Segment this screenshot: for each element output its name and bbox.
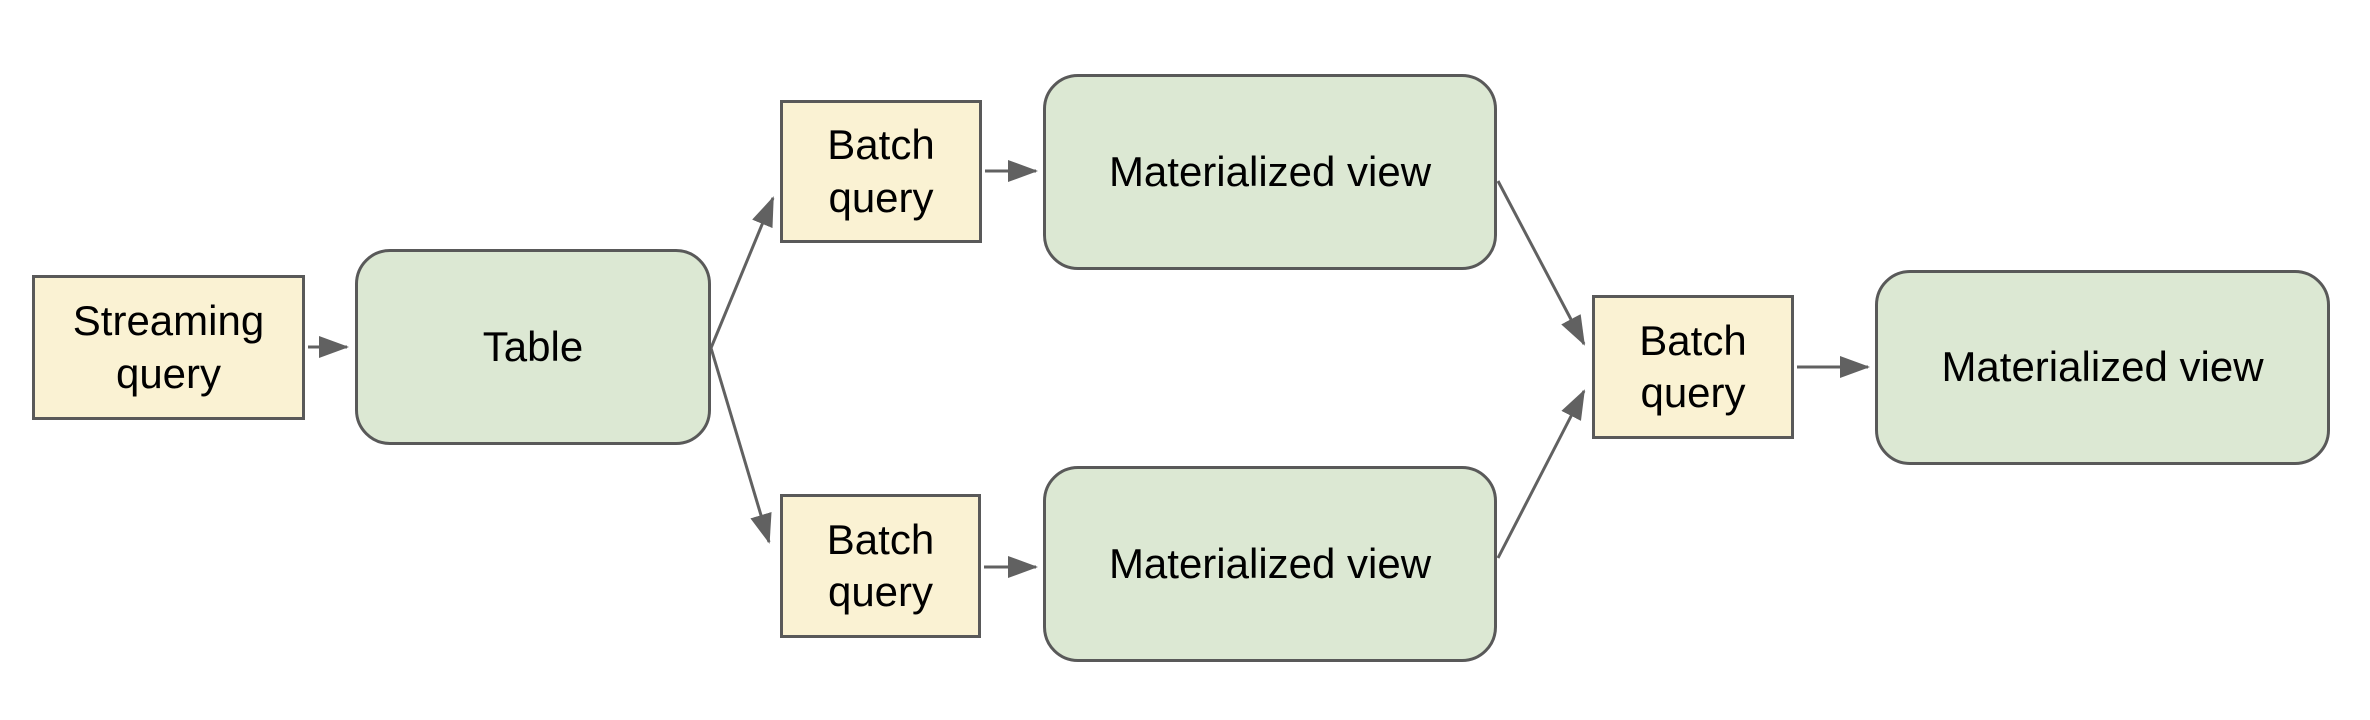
node-materialized-view-bottom: Materialized view	[1043, 466, 1497, 662]
node-batch-query-right: Batch query	[1592, 295, 1794, 439]
node-streaming-query-label: Streaming query	[72, 297, 265, 397]
node-materialized-view-top: Materialized view	[1043, 74, 1497, 270]
node-batch-query-bottom-label: Batch query	[826, 515, 935, 615]
node-batch-query-top-label: Batch query	[827, 121, 935, 221]
node-materialized-view-right: Materialized view	[1875, 270, 2330, 465]
node-batch-query-right-label: Batch query	[1639, 316, 1747, 416]
node-table-label: Table	[482, 322, 584, 370]
node-table: Table	[355, 249, 711, 445]
node-materialized-view-top-label: Materialized view	[1108, 147, 1432, 195]
edge-materialized-view-bottom-to-batch-query-right	[1496, 389, 1586, 559]
node-batch-query-top: Batch query	[780, 100, 982, 243]
node-streaming-query: Streaming query	[32, 275, 305, 420]
edge-materialized-view-top-to-batch-query-right	[1496, 180, 1586, 346]
edge-table-to-batch-query-bottom	[709, 347, 772, 544]
node-batch-query-bottom: Batch query	[780, 494, 981, 638]
node-materialized-view-right-label: Materialized view	[1941, 343, 2264, 391]
edge-table-to-batch-query-top	[709, 196, 775, 349]
node-materialized-view-bottom-label: Materialized view	[1108, 539, 1432, 587]
